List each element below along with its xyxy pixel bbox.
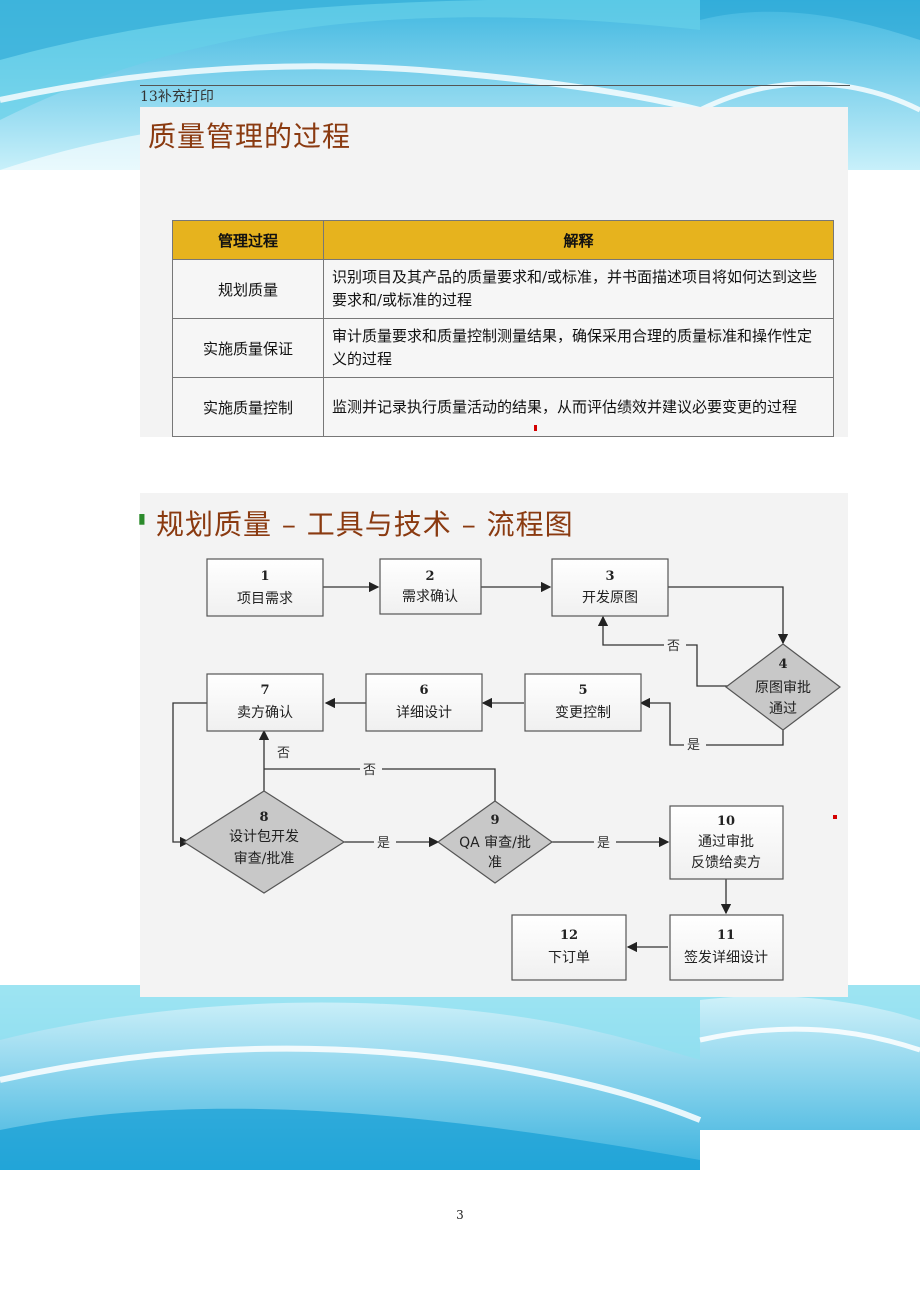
page-number: 3 xyxy=(456,1208,464,1222)
node-label: 开发原图 xyxy=(582,590,638,606)
flow-edges xyxy=(172,581,789,953)
node-number: 6 xyxy=(419,683,428,698)
node-label: 需求确认 xyxy=(402,589,458,605)
node-3: 3 开发原图 xyxy=(551,558,669,617)
node-number: 10 xyxy=(717,814,735,829)
node-label: 审查/批准 xyxy=(234,851,295,867)
table-row: 规划质量 识别项目及其产品的质量要求和/或标准，并书面描述项目将如何达到这些要求… xyxy=(172,259,834,319)
process-explanation: 监测并记录执行质量活动的结果，从而评估绩效并建议必要变更的过程 xyxy=(323,377,834,437)
edge-label-yes: 是 xyxy=(687,738,700,753)
node-label: 反馈给卖方 xyxy=(691,855,761,871)
node-label: 下订单 xyxy=(548,950,590,966)
node-9: 9 QA 审查/批 准 xyxy=(436,800,554,884)
node-10: 10 通过审批 反馈给卖方 xyxy=(669,805,784,880)
node-label: 通过审批 xyxy=(698,834,754,850)
header-text: 13补充打印 xyxy=(140,89,214,105)
process-name: 实施质量保证 xyxy=(172,318,324,378)
red-mark xyxy=(833,815,837,819)
node-label: QA 审查/批 xyxy=(459,835,531,851)
node-7: 7 卖方确认 xyxy=(206,673,324,732)
node-label: 签发详细设计 xyxy=(684,949,768,966)
node-label: 卖方确认 xyxy=(237,705,293,721)
node-8: 8 设计包开发 审查/批准 xyxy=(182,790,346,894)
edge-label-yes: 是 xyxy=(377,836,390,851)
table-header-row: 管理过程 解释 xyxy=(172,220,834,260)
flowchart: 否 是 否 否 是 是 1 项目需求 2 需求确认 3 开发原图 xyxy=(172,558,841,981)
node-2: 2 需求确认 xyxy=(379,558,482,615)
node-4: 4 原图审批 通过 xyxy=(725,643,841,731)
node-label: 设计包开发 xyxy=(229,829,299,845)
node-number: 9 xyxy=(490,813,499,828)
node-12: 12 下订单 xyxy=(511,914,627,981)
node-number: 1 xyxy=(260,569,269,584)
node-label: 项目需求 xyxy=(237,591,293,607)
table-row: 实施质量保证 审计质量要求和质量控制测量结果，确保采用合理的质量标准和操作性定义… xyxy=(172,318,834,378)
node-label: 变更控制 xyxy=(555,705,611,721)
node-number: 12 xyxy=(560,928,578,943)
edge-label-no: 否 xyxy=(277,746,290,761)
edge-label-no: 否 xyxy=(667,639,680,654)
process-name: 规划质量 xyxy=(172,259,324,319)
edge-label-no: 否 xyxy=(363,763,376,778)
header-rule xyxy=(140,85,850,86)
edge-4-5-yes xyxy=(639,697,784,746)
slide-flowchart: 规划质量 – 工具与技术 – 流程图 ▮ xyxy=(138,493,848,997)
slide-quality-process: 质量管理的过程 管理过程 解释 规划质量 识别项目及其产品的质量要求和/或标准，… xyxy=(140,107,848,437)
node-1: 1 项目需求 xyxy=(206,558,324,617)
node-number: 3 xyxy=(605,569,614,584)
node-number: 11 xyxy=(717,928,735,943)
edge-labels: 否 是 否 否 是 是 xyxy=(274,637,706,851)
edge-label-yes: 是 xyxy=(597,836,610,851)
node-label: 详细设计 xyxy=(396,705,452,721)
edge-9-7-no xyxy=(264,768,496,801)
node-number: 4 xyxy=(778,657,787,672)
node-6: 6 详细设计 xyxy=(365,673,483,732)
node-number: 5 xyxy=(578,683,587,698)
node-number: 8 xyxy=(259,810,268,825)
process-explanation: 审计质量要求和质量控制测量结果，确保采用合理的质量标准和操作性定义的过程 xyxy=(323,318,834,378)
node-5: 5 变更控制 xyxy=(524,673,642,732)
process-table: 管理过程 解释 规划质量 识别项目及其产品的质量要求和/或标准，并书面描述项目将… xyxy=(172,220,834,437)
red-mark xyxy=(534,425,537,431)
node-label: 准 xyxy=(488,855,502,871)
bullet-mark: ▮ xyxy=(138,511,146,527)
edge-3-4 xyxy=(668,586,789,645)
slide-title: 规划质量 – 工具与技术 – 流程图 xyxy=(156,508,574,541)
node-label: 通过 xyxy=(769,701,797,717)
column-header-process: 管理过程 xyxy=(172,220,324,260)
node-label: 原图审批 xyxy=(755,680,811,696)
process-name: 实施质量控制 xyxy=(172,377,324,437)
node-number: 2 xyxy=(425,569,434,584)
column-header-explanation: 解释 xyxy=(323,220,834,260)
node-number: 7 xyxy=(260,683,269,698)
edge-7-8 xyxy=(172,702,207,848)
table-row: 实施质量控制 监测并记录执行质量活动的结果，从而评估绩效并建议必要变更的过程 xyxy=(172,377,834,437)
slide-title: 质量管理的过程 xyxy=(148,120,352,153)
node-11: 11 签发详细设计 xyxy=(669,914,784,981)
edge-4-3-no xyxy=(597,615,743,687)
process-explanation: 识别项目及其产品的质量要求和/或标准，并书面描述项目将如何达到这些要求和/或标准… xyxy=(323,259,834,319)
